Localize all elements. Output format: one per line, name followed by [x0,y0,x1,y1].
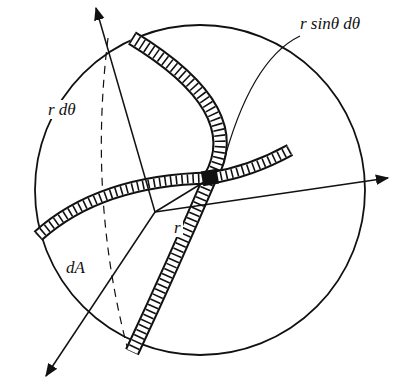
meridian-band [132,38,220,352]
dimension-label: r dθ [46,100,78,119]
latitude-band [38,150,290,236]
dimension-label: r sinθ dθ [298,14,362,33]
radius-label: r [172,218,183,237]
sphere-outline [35,25,365,355]
area-label: dA [64,258,87,277]
radius-line [155,182,204,212]
axis-arrow [96,8,155,212]
area-element [201,169,219,187]
axis-arrow [155,178,388,212]
leader-line [222,36,300,168]
axis-arrow [46,212,155,376]
